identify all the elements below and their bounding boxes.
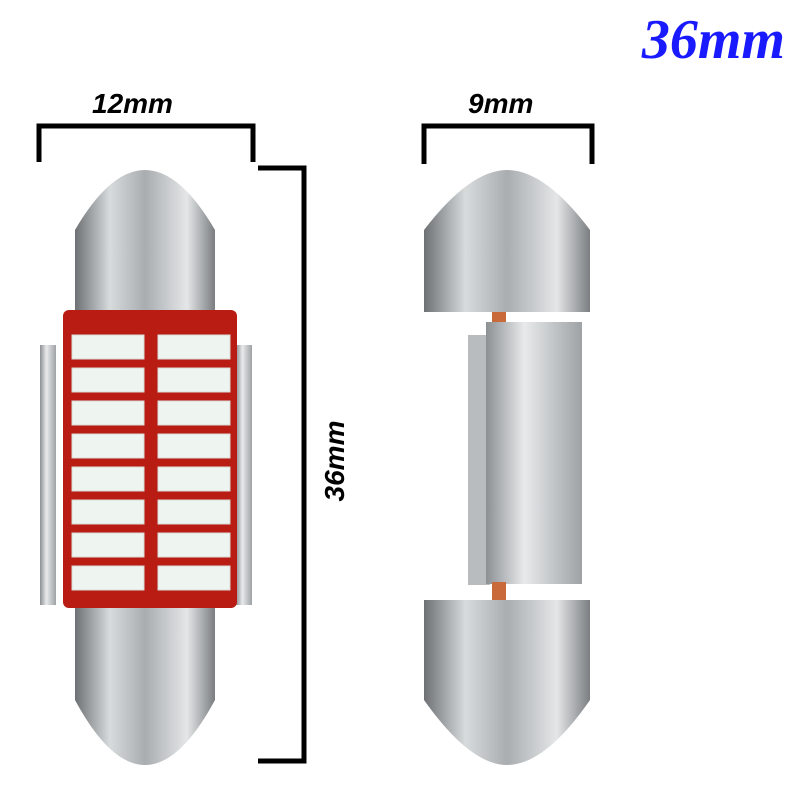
led-chip: [157, 499, 231, 525]
length-label-36mm: 36mm: [319, 420, 350, 502]
led-chip: [71, 367, 145, 393]
bulb-led-side: [40, 170, 252, 765]
led-chip: [157, 466, 231, 492]
led-chip: [71, 400, 145, 426]
led-chip: [157, 532, 231, 558]
width-bracket-12mm: [36, 123, 256, 162]
side-clip-left: [40, 345, 56, 605]
width-bracket-9mm: [421, 123, 595, 164]
bottom-cap: [424, 600, 590, 765]
led-chip: [157, 334, 231, 360]
led-chip: [157, 565, 231, 591]
length-title: 36mm: [641, 9, 785, 71]
led-chip: [71, 433, 145, 459]
top-cap: [75, 170, 215, 310]
side-clip-right: [236, 345, 252, 605]
led-chip: [157, 433, 231, 459]
length-bracket-36mm: [258, 165, 307, 764]
led-chip: [157, 367, 231, 393]
led-chip: [71, 334, 145, 360]
width-label-9mm: 9mm: [468, 88, 534, 119]
led-chip: [71, 499, 145, 525]
width-label-12mm: 12mm: [92, 88, 173, 119]
led-chip: [71, 532, 145, 558]
led-chip: [157, 400, 231, 426]
led-chip: [71, 466, 145, 492]
wire: [492, 582, 506, 602]
top-cap: [424, 170, 590, 312]
bottom-cap: [75, 608, 215, 765]
led-chip: [71, 565, 145, 591]
bulb-side-view: [424, 170, 590, 765]
heatsink-body: [486, 322, 582, 584]
pcb-edge: [468, 335, 490, 585]
